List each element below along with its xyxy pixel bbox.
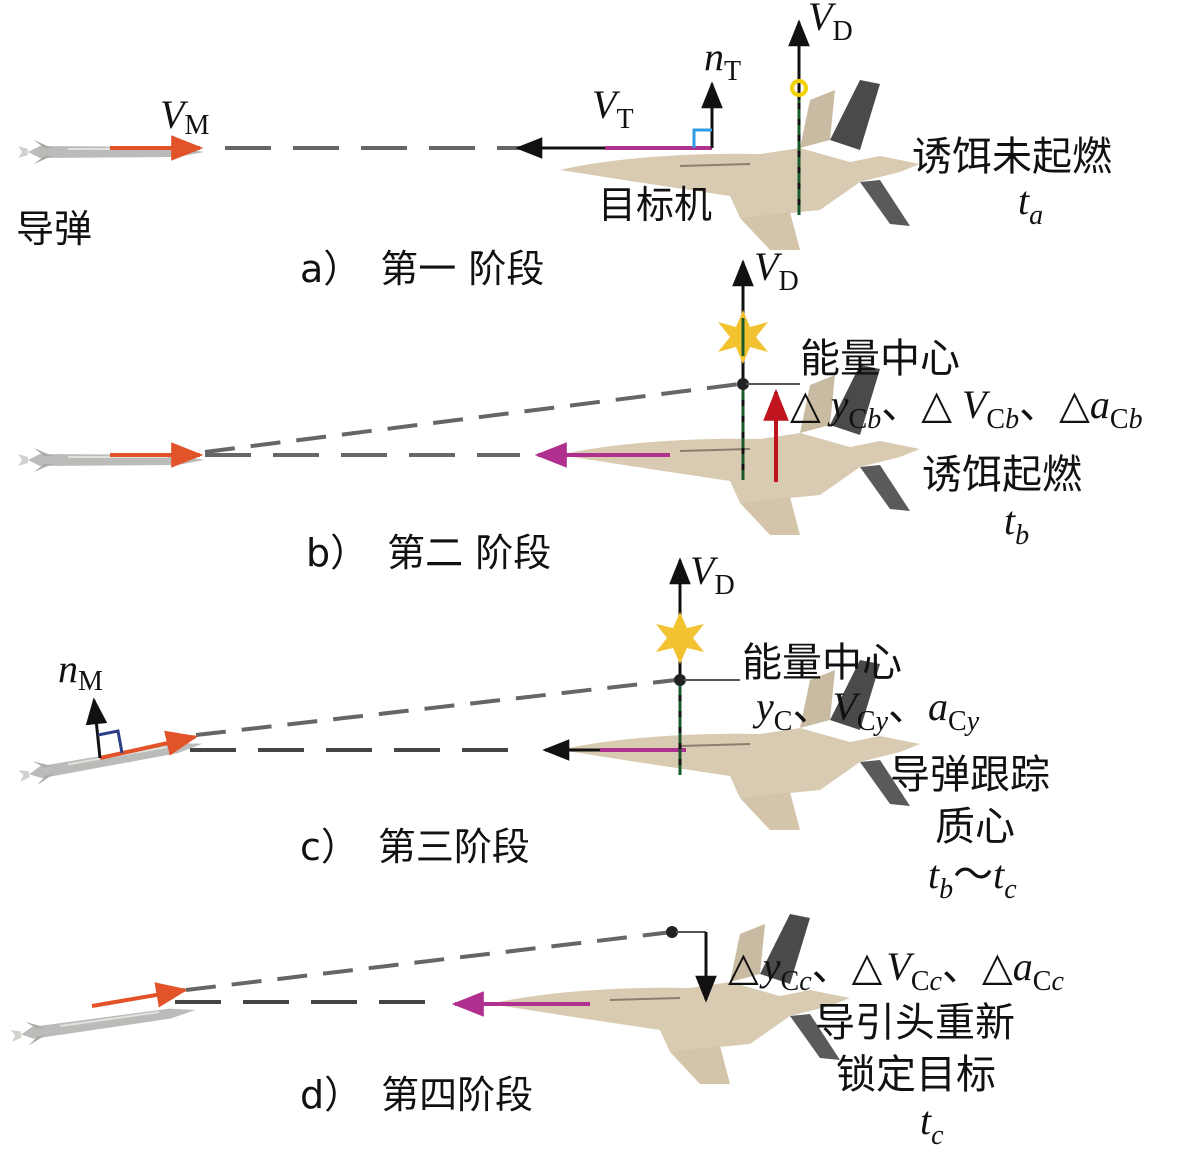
tb-label: tb <box>1004 498 1029 551</box>
tc-label: tc <box>920 1098 944 1151</box>
nt-label: nT <box>704 34 741 87</box>
missile-normal-arrow <box>85 697 108 759</box>
energy-center-label-c: 能量中心 <box>742 640 902 686</box>
missile-shape-b <box>17 447 205 473</box>
stage-c-caption: c） 第三阶段 <box>300 825 530 869</box>
missile-tracks-label-1: 导弹跟踪 <box>890 752 1050 798</box>
target-aircraft-b <box>559 364 921 536</box>
ta-label: ta <box>1018 178 1043 231</box>
decoy-point-a <box>790 79 808 97</box>
vd-label-b: VD <box>754 244 799 297</box>
stage-a-caption: a） 第一 阶段 <box>300 247 544 291</box>
yc-label-c: yC、VCy、aCy <box>752 684 980 737</box>
vm-label: VM <box>160 92 209 141</box>
missile-shape-a <box>17 139 205 165</box>
delta-yc-label-b: △yCb、△VCb、△aCb <box>790 382 1143 435</box>
vd-label-a: VD <box>808 0 853 47</box>
seeker-relock-label-2: 锁定目标 <box>836 1052 996 1098</box>
missile-velocity-arrow-d <box>91 982 189 1008</box>
energy-center-point-d <box>666 926 678 938</box>
seeker-relock-label-1: 导引头重新 <box>815 1000 1015 1046</box>
missile-velocity-arrow-c <box>99 730 199 760</box>
center-los-dashed-c <box>195 678 677 737</box>
vd-label-c: VD <box>690 548 735 601</box>
delta-yc-label-d: △yCc、△VCc、△aCc <box>728 944 1064 997</box>
center-los-dashed-d <box>185 930 673 992</box>
energy-center-point-c <box>674 674 686 686</box>
stage-b-caption: b） 第二 阶段 <box>306 531 551 575</box>
target-aircraft-d <box>489 913 851 1085</box>
target-aircraft-label: 目标机 <box>598 183 712 227</box>
flare-not-ignited-label: 诱饵未起燃 <box>912 134 1112 180</box>
vt-label: VT <box>592 82 634 135</box>
right-angle-mark-a <box>692 128 712 148</box>
tb-tc-label: tb～tc <box>928 852 1017 905</box>
missile-label: 导弹 <box>16 207 92 251</box>
right-angle-mark-c <box>97 729 124 754</box>
stage-d-caption: d） 第四阶段 <box>300 1073 533 1117</box>
missile-tracks-label-2: 质心 <box>935 804 1015 850</box>
energy-center-label-b: 能量中心 <box>800 336 960 382</box>
flare-ignited-label: 诱饵起燃 <box>922 452 1082 498</box>
nm-label: nM <box>58 646 103 697</box>
flare-star-c <box>656 612 704 664</box>
energy-center-point-b <box>737 378 749 390</box>
